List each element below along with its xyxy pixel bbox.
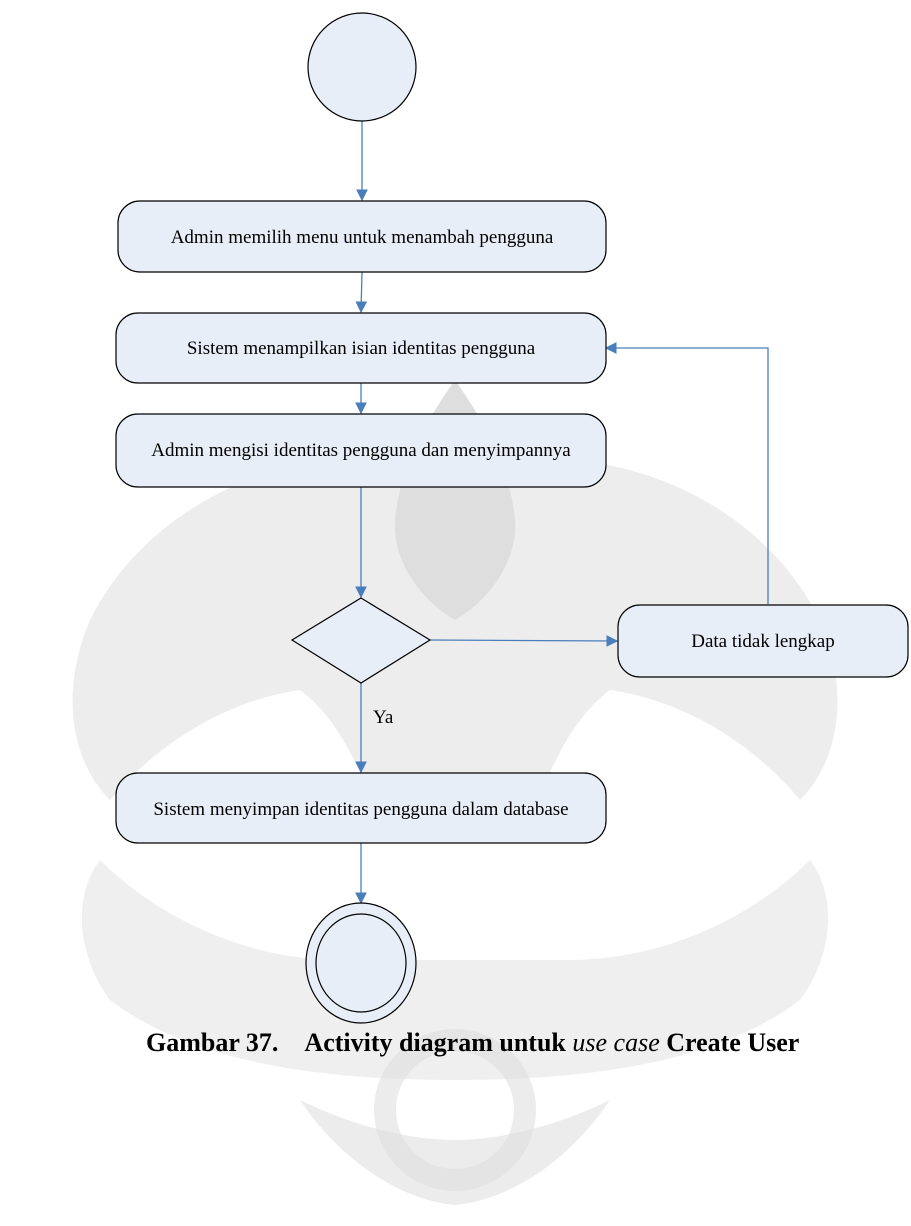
activity-admin-fill-label: Admin mengisi identitas pengguna dan men…: [151, 440, 571, 461]
decision-node: [290, 597, 432, 684]
final-node: [305, 902, 417, 1024]
activity-show-form-label: Sistem menampilkan isian identitas pengg…: [187, 338, 536, 359]
caption-suffix: Create User: [666, 1028, 800, 1057]
edge-admin-menu-to-show-form: [355, 271, 368, 314]
figure-caption: Gambar 37. Activity diagram untuk use cas…: [146, 1028, 906, 1058]
activity-save-db-label: Sistem menyimpan identitas pengguna dala…: [153, 799, 568, 820]
initial-node: [307, 12, 417, 122]
activity-incomplete: Data tidak lengkap: [617, 604, 909, 678]
caption-italic: use case: [572, 1028, 660, 1057]
activity-admin-menu-label: Admin memilih menu untuk menambah penggu…: [171, 227, 554, 248]
edge-decision-to-incomplete: [429, 635, 619, 647]
activity-incomplete-label: Data tidak lengkap: [691, 631, 835, 652]
activity-show-form: Sistem menampilkan isian identitas pengg…: [115, 312, 607, 384]
activity-admin-fill: Admin mengisi identitas pengguna dan men…: [115, 413, 607, 488]
edge-label-ya: Ya: [373, 707, 394, 728]
activity-admin-menu: Admin memilih menu untuk menambah penggu…: [117, 200, 607, 273]
caption-number: Gambar 37.: [146, 1028, 279, 1057]
activity-save-db: Sistem menyimpan identitas pengguna dala…: [115, 772, 607, 844]
edge-incomplete-to-show-form: [604, 342, 769, 604]
caption-prefix: Activity diagram untuk: [304, 1028, 566, 1057]
